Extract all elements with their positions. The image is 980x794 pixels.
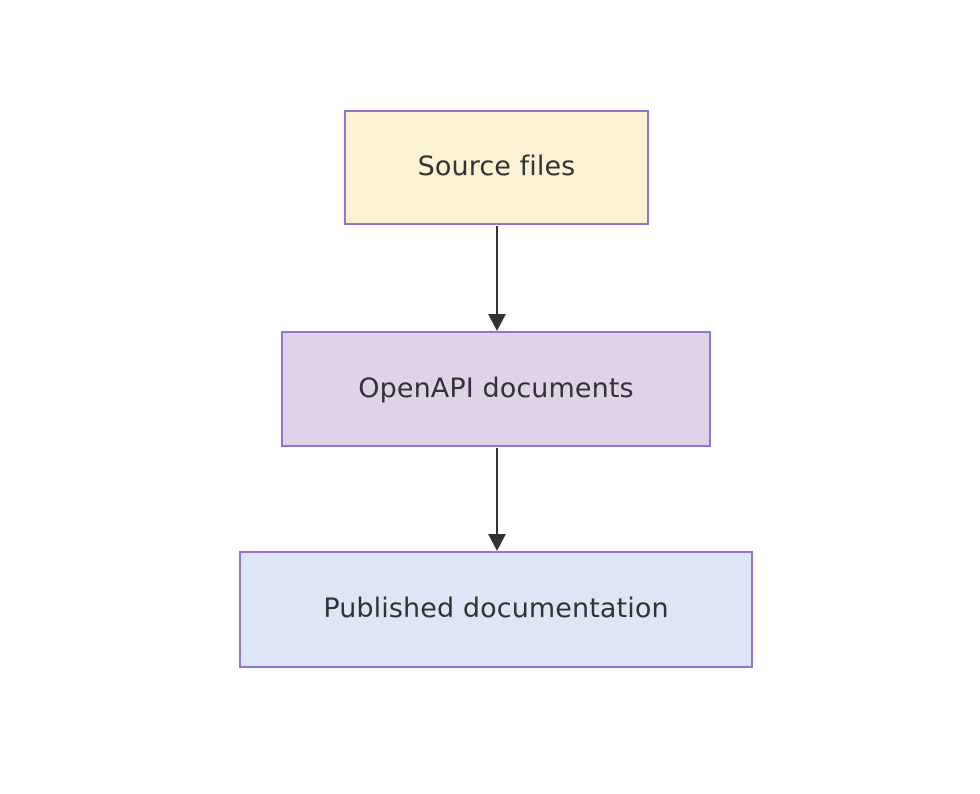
flow-node-source-files[interactable]: Source files [344,110,649,225]
flow-node-label: Published documentation [323,593,669,625]
edge-source-to-openapi [488,226,506,331]
arrowhead-icon [488,314,506,331]
flow-node-openapi-documents[interactable]: OpenAPI documents [281,331,711,447]
flow-node-label: OpenAPI documents [358,372,634,404]
edge-openapi-to-published [488,448,506,551]
flow-node-published-documentation[interactable]: Published documentation [239,551,753,668]
arrowhead-icon [488,534,506,551]
flow-node-label: Source files [417,151,576,183]
